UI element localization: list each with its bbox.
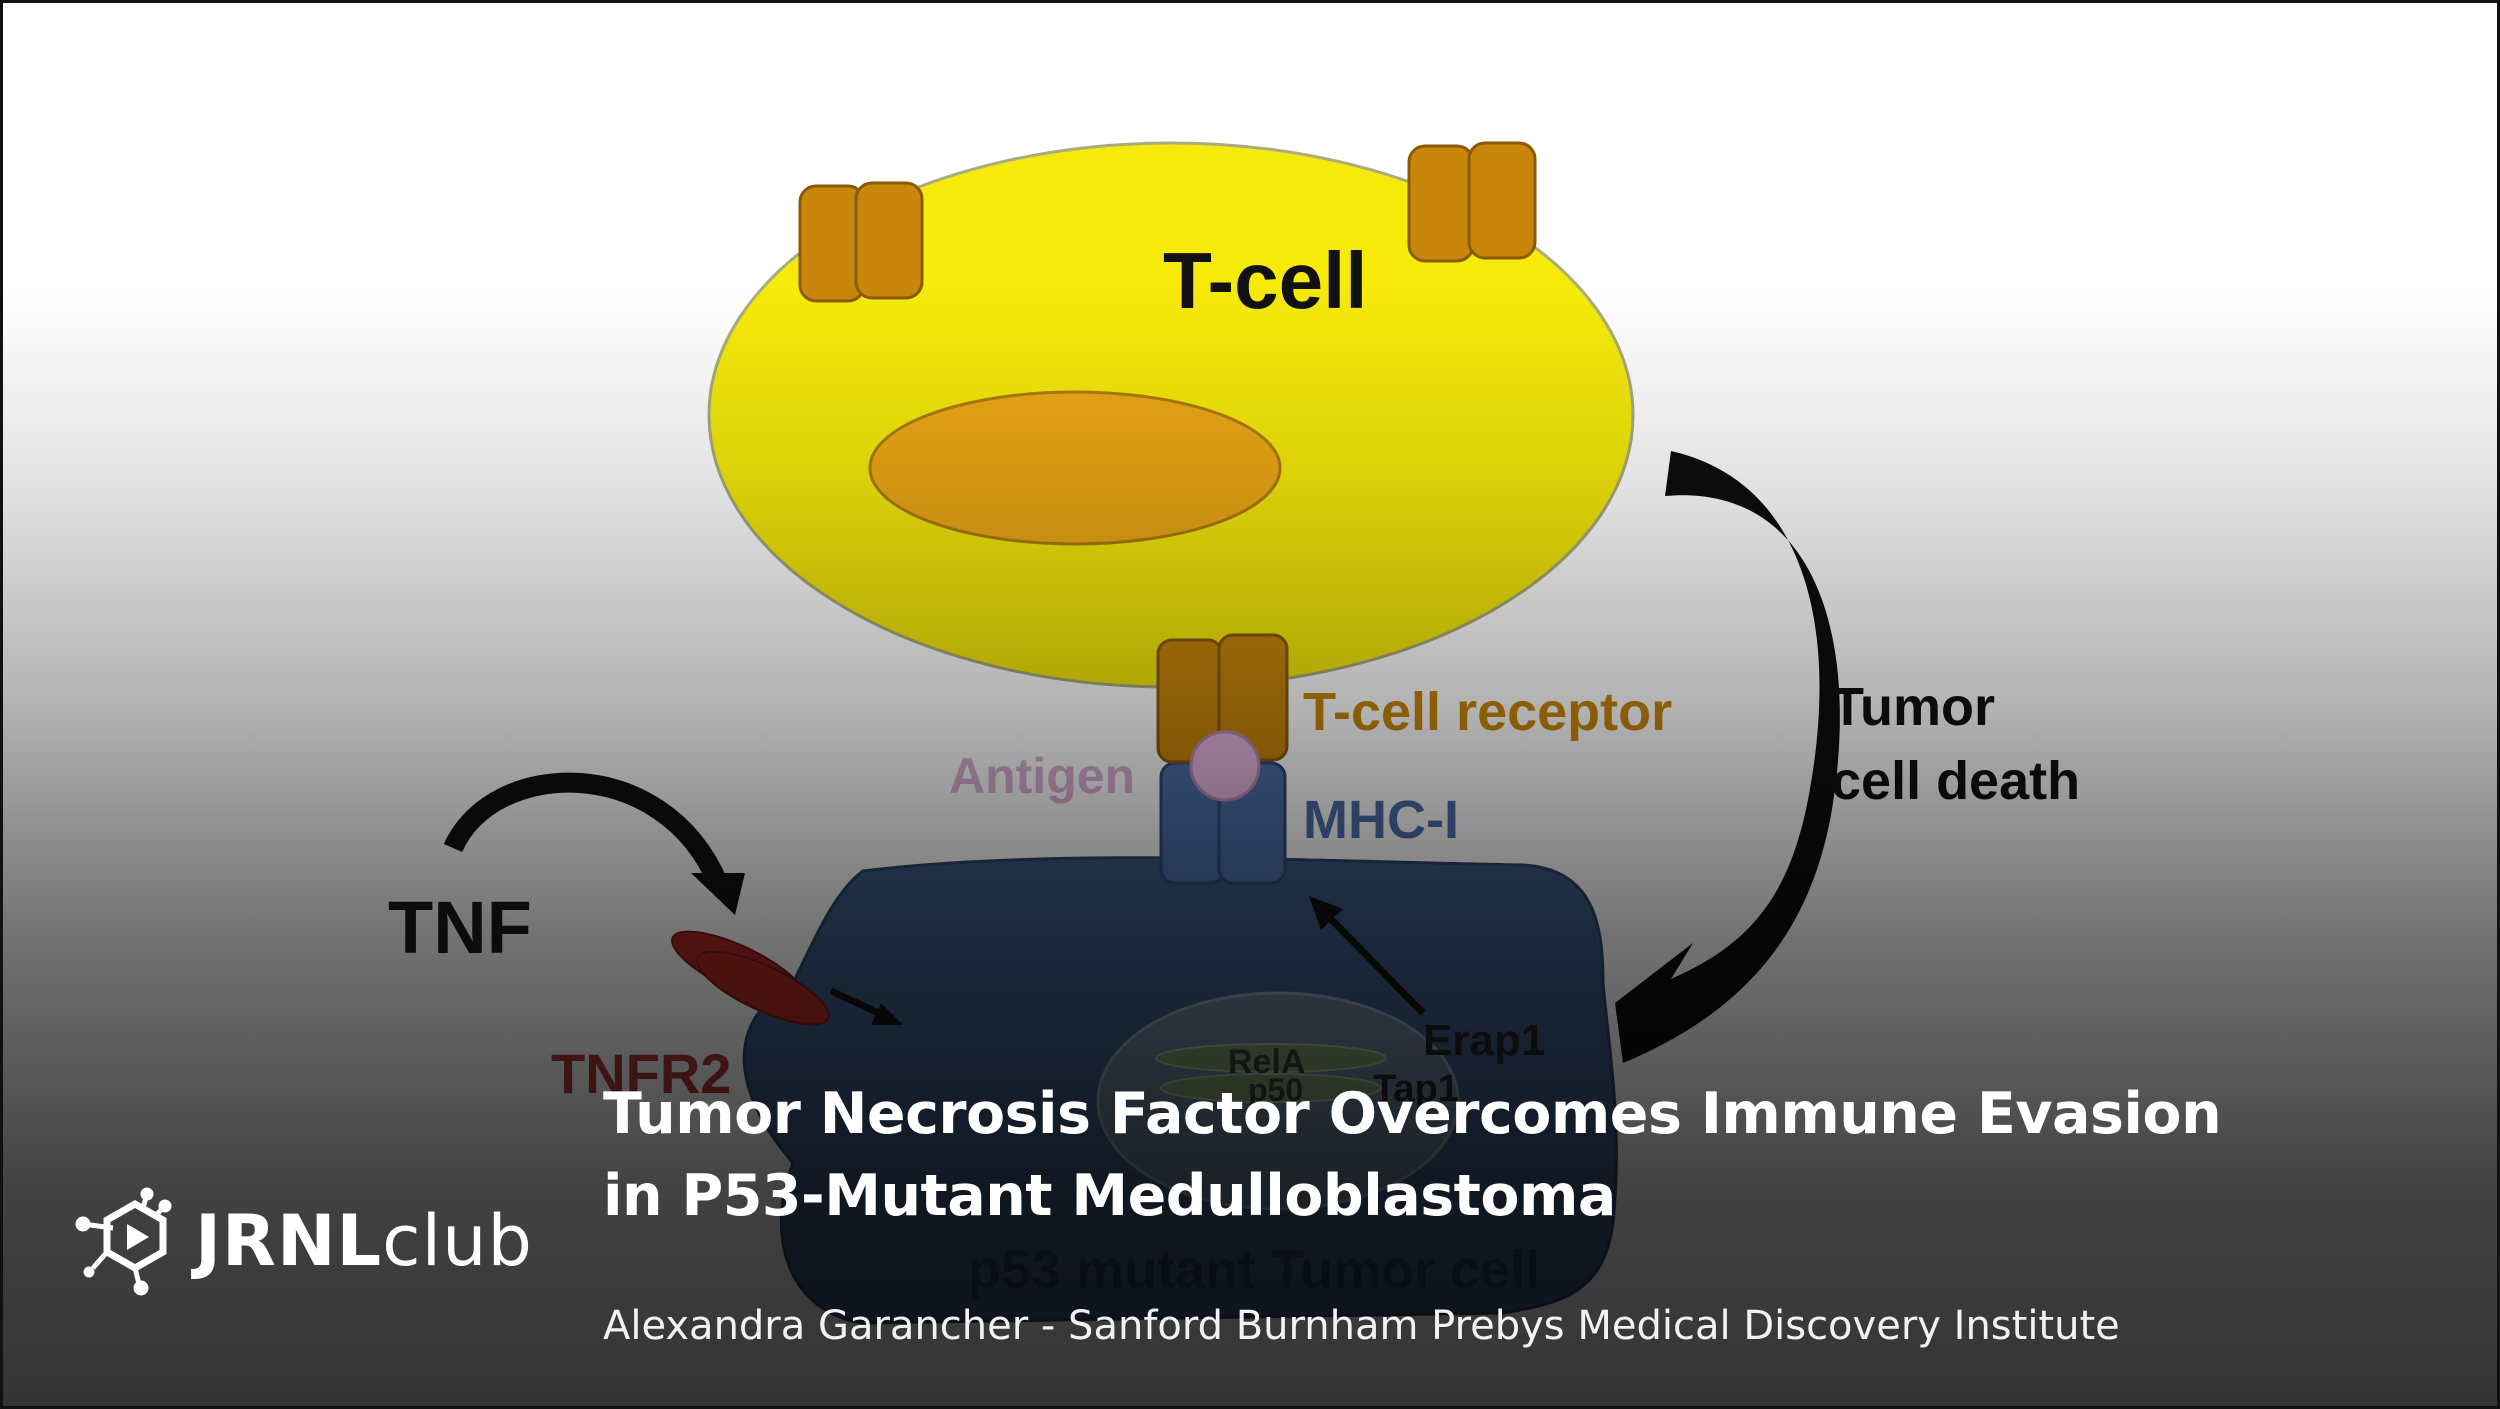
- tumor-death-arrow: [1615, 451, 1840, 1063]
- tnf-arrow: [443, 772, 728, 888]
- t-cell-receptor-label: T-cell receptor: [1303, 682, 1672, 742]
- title-line-2: in P53-Mutant Medulloblastoma: [603, 1163, 1616, 1229]
- antigen-label: Antigen: [949, 748, 1135, 804]
- title-line-1: Tumor Necrosis Factor Overcomes Immune E…: [603, 1081, 2222, 1147]
- logo-bold: JRNL: [195, 1200, 383, 1282]
- tumor-cell-label: p53 mutant Tumor cell: [968, 1240, 1540, 1300]
- author-affiliation: Alexandra Garancher - Sanford Burnham Pr…: [603, 1303, 2120, 1349]
- surface-receptor-right: [1407, 141, 1537, 263]
- erap1-label: Erap1: [1423, 1016, 1545, 1065]
- molecule-play-icon: [75, 1187, 172, 1296]
- tnf-label: TNF: [388, 886, 532, 969]
- article-title: Tumor Necrosis Factor Overcomes Immune E…: [603, 1073, 2423, 1237]
- tumor-death-line1: Tumor: [1831, 677, 1995, 737]
- logo-light: club: [382, 1200, 533, 1282]
- tnf-arrowhead: [691, 873, 745, 915]
- surface-receptor-left: [798, 181, 924, 303]
- jrnlclub-logo[interactable]: JRNLclub: [75, 1186, 533, 1296]
- tumor-death-line2: cell death: [1831, 751, 2080, 811]
- mhc-i-label: MHC-I: [1303, 790, 1459, 850]
- logo-text: JRNLclub: [195, 1201, 533, 1281]
- t-cell-label: T-cell: [1163, 236, 1368, 325]
- antigen: [1189, 730, 1261, 802]
- t-cell-nucleus: [868, 390, 1282, 546]
